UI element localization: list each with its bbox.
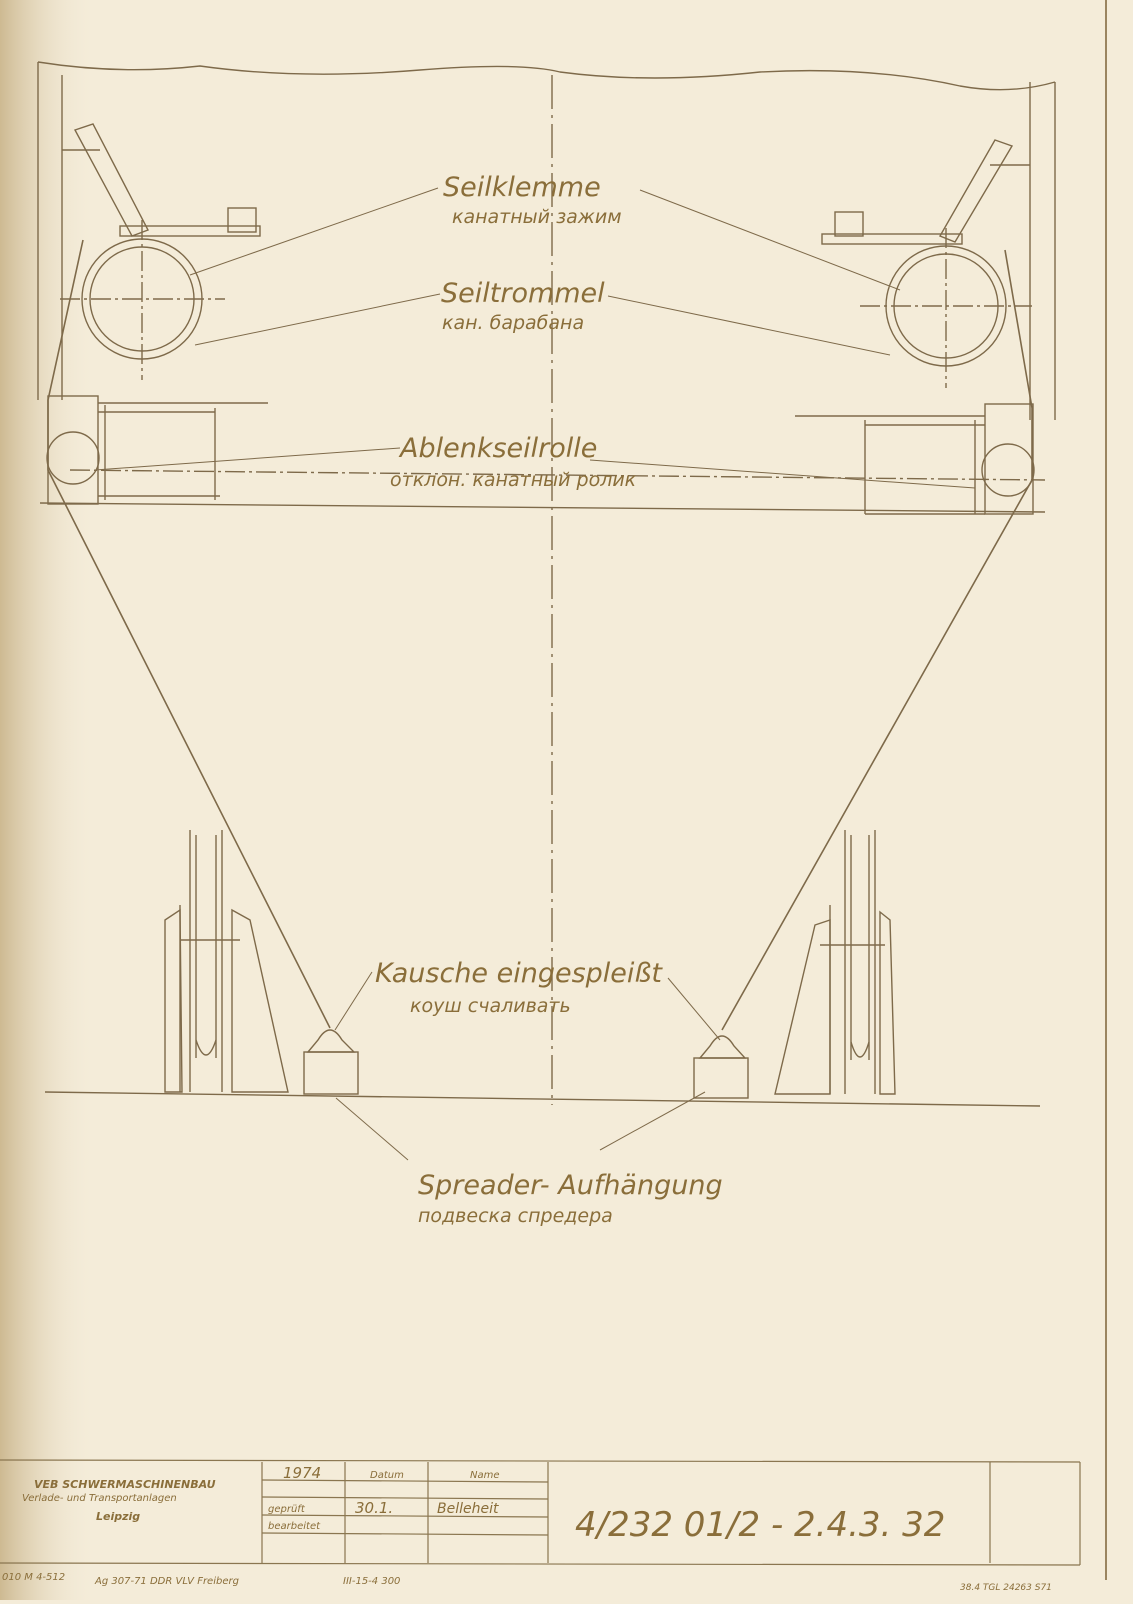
label-kausche-de: Kausche eingespleißt bbox=[375, 958, 663, 989]
tb-year: 1974 bbox=[283, 1464, 321, 1482]
label-seilklemme-de: Seilklemme bbox=[443, 172, 601, 203]
footer-print-info: Ag 307-71 DDR VLV Freiberg bbox=[94, 1576, 239, 1587]
main-girder bbox=[39, 502, 1046, 513]
tb-date: 30.1. bbox=[355, 1499, 393, 1517]
label-seiltrommel-de: Seiltrommel bbox=[441, 278, 605, 309]
guide-roller-right bbox=[774, 830, 896, 1095]
rope-clamp-left bbox=[73, 123, 261, 237]
label-ablenkseilrolle-de: Ablenkseilrolle bbox=[398, 433, 597, 464]
tb-division: Verlade- und Transportanlagen bbox=[22, 1493, 177, 1504]
tb-name-signature: Belleheit bbox=[437, 1501, 499, 1517]
label-spreader-ru: подвеска спредера bbox=[418, 1205, 613, 1227]
label-ablenkseilrolle-ru: отклон. канатный ролик bbox=[390, 469, 637, 491]
leader-lines bbox=[94, 187, 976, 1161]
binding-shadow bbox=[0, 0, 95, 1600]
tb-checked-label: geprüft bbox=[268, 1504, 306, 1515]
break-line bbox=[37, 61, 1056, 91]
deflection-sheave-right bbox=[795, 403, 1035, 515]
rope-clamp-right bbox=[821, 139, 1014, 245]
ground-line bbox=[44, 1091, 1041, 1107]
label-seiltrommel-ru: кан. барабана bbox=[442, 312, 584, 334]
tb-company: VEB SCHWERMASCHINENBAU bbox=[34, 1478, 216, 1491]
tb-name-header: Name bbox=[470, 1470, 500, 1481]
thimble-right bbox=[693, 1035, 749, 1099]
tb-city: Leipzig bbox=[96, 1510, 140, 1523]
title-block-frame bbox=[0, 1459, 1081, 1566]
thimble-left bbox=[303, 1029, 359, 1095]
label-kausche-ru: коуш счаливать bbox=[410, 995, 571, 1017]
hoist-ropes bbox=[47, 239, 1033, 1031]
footer-form-code: 010 M 4-512 bbox=[2, 1572, 65, 1583]
guide-roller-left bbox=[164, 830, 289, 1093]
label-seilklemme-ru: канатный зажим bbox=[452, 206, 622, 228]
tb-drawn-label: bearbeitet bbox=[268, 1521, 321, 1532]
label-spreader-de: Spreader- Aufhängung bbox=[418, 1170, 723, 1201]
footer-norm: 38.4 TGL 24263 S71 bbox=[960, 1583, 1052, 1593]
rope-drum-left bbox=[60, 220, 225, 380]
tb-drawing-number: 4/232 01/2 - 2.4.3. 32 bbox=[575, 1505, 945, 1545]
tb-date-header: Datum bbox=[370, 1470, 404, 1481]
rope-drum-right bbox=[860, 228, 1032, 388]
footer-batch: III-15-4 300 bbox=[343, 1576, 400, 1587]
sheave-axis bbox=[69, 469, 1046, 481]
